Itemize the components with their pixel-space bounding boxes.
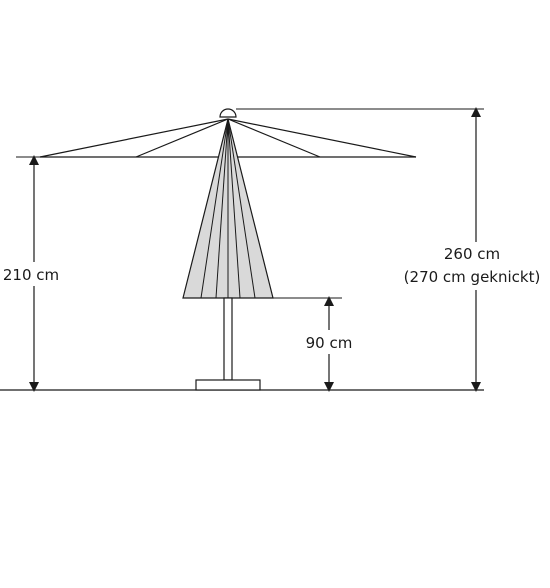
finial [219,108,237,118]
dimension-label-total-height: 260 cm [444,245,500,263]
dimension-label-total-height-tilted: (270 cm geknickt) [404,268,541,286]
dimension-label-open-height: 210 cm [3,266,59,284]
dimension-label-closed-clearance: 90 cm [306,334,353,352]
base [195,379,261,391]
closed-canopy [182,118,274,299]
pole [223,297,233,381]
